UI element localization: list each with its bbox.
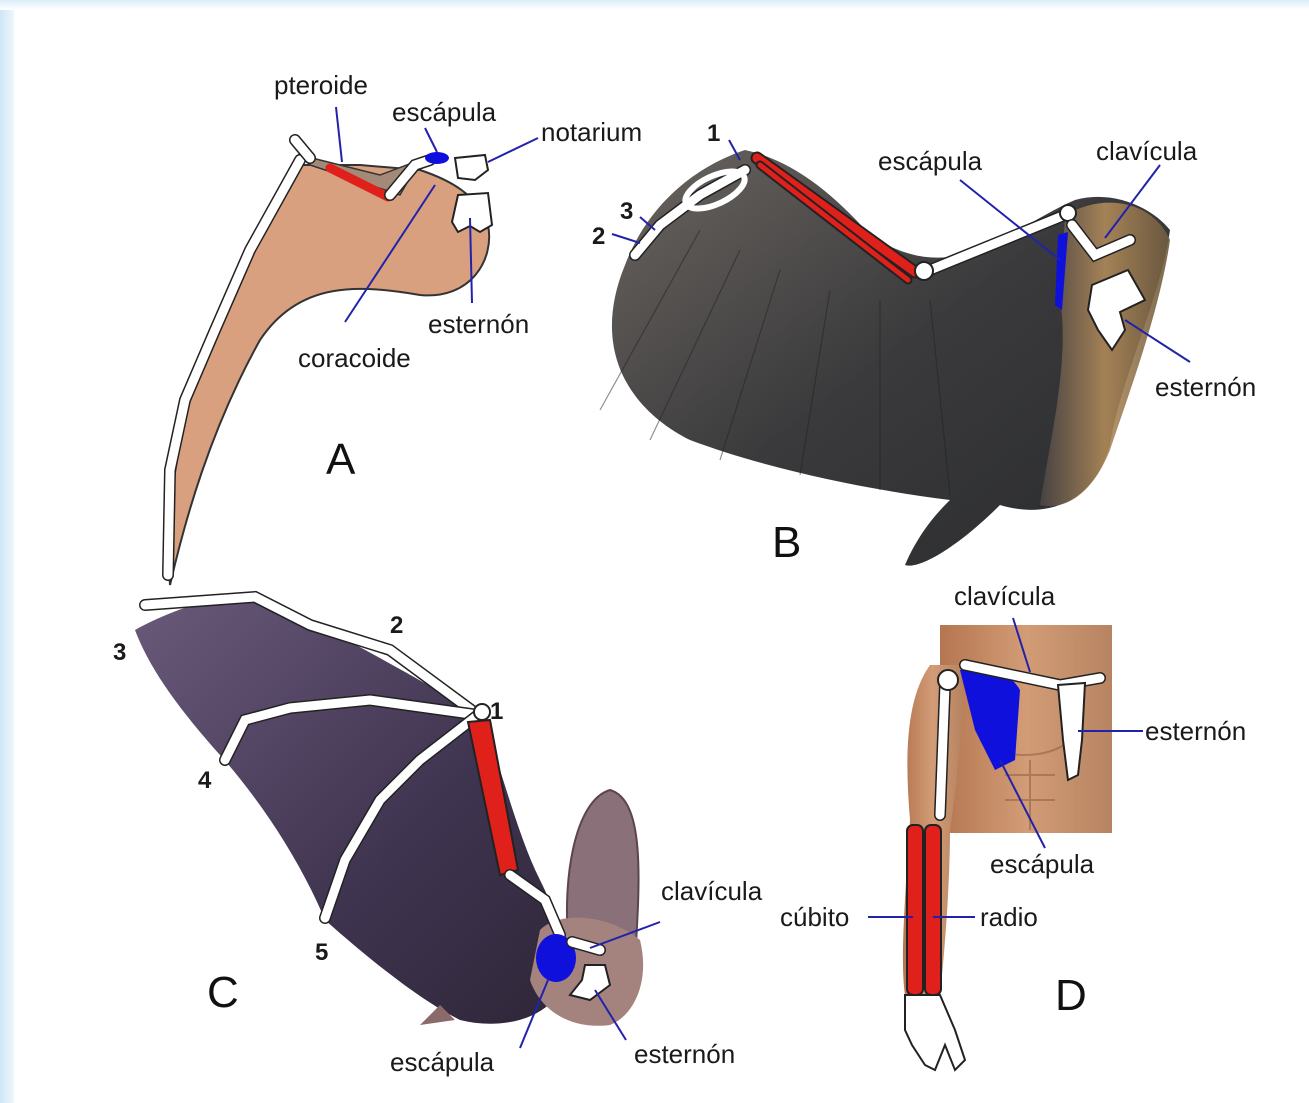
label-pteroide: pteroide — [274, 70, 368, 100]
pterosaur-wing-membrane — [169, 165, 489, 585]
pterosaur-scapula — [425, 152, 449, 164]
label-c-4: 4 — [198, 767, 212, 794]
label-escapula-a: escápula — [392, 97, 497, 127]
label-escapula-d: escápula — [990, 849, 1095, 879]
panel-letter-d: D — [1055, 971, 1087, 1020]
panel-letter-c: C — [207, 968, 239, 1017]
pterosaur-sternum — [452, 193, 492, 232]
label-c-1: 1 — [490, 698, 503, 725]
label-esternon-a: esternón — [428, 309, 529, 339]
label-esternon-b: esternón — [1155, 372, 1256, 402]
label-clavicula-c: clavícula — [661, 876, 763, 906]
panel-a-pterosaur: pteroide escápula notarium esternón cora… — [168, 70, 642, 585]
human-hand — [905, 995, 965, 1070]
panel-b-bird: 1 2 3 escápula clavícula esternón B — [592, 120, 1256, 567]
label-esternon-d: esternón — [1145, 716, 1246, 746]
label-escapula-b: escápula — [878, 146, 983, 176]
label-c-2: 2 — [390, 612, 403, 639]
label-escapula-c: escápula — [390, 1047, 495, 1077]
panel-letter-b: B — [772, 518, 801, 567]
label-c-3: 3 — [113, 639, 126, 666]
label-coracoide: coracoide — [298, 343, 411, 373]
label-clavicula-b: clavícula — [1096, 136, 1198, 166]
label-radio: radio — [980, 902, 1038, 932]
panel-d-human: clavícula esternón escápula cúbito radio… — [780, 581, 1246, 1070]
label-c-5: 5 — [315, 939, 328, 966]
pterosaur-notarium — [455, 155, 488, 180]
human-humerus — [940, 685, 945, 815]
label-notarium: notarium — [541, 117, 642, 147]
label-b-2: 2 — [592, 223, 605, 250]
label-b-3: 3 — [620, 198, 633, 225]
label-cubito: cúbito — [780, 902, 849, 932]
panel-c-bat: 1 2 3 4 5 clavícula escápula esternón C — [113, 594, 763, 1077]
panel-letter-a: A — [326, 435, 356, 484]
label-clavicula-d: clavícula — [954, 581, 1056, 611]
human-ulna — [907, 825, 923, 995]
label-b-1: 1 — [707, 120, 720, 147]
human-radius — [925, 825, 941, 995]
label-esternon-c: esternón — [634, 1039, 735, 1069]
